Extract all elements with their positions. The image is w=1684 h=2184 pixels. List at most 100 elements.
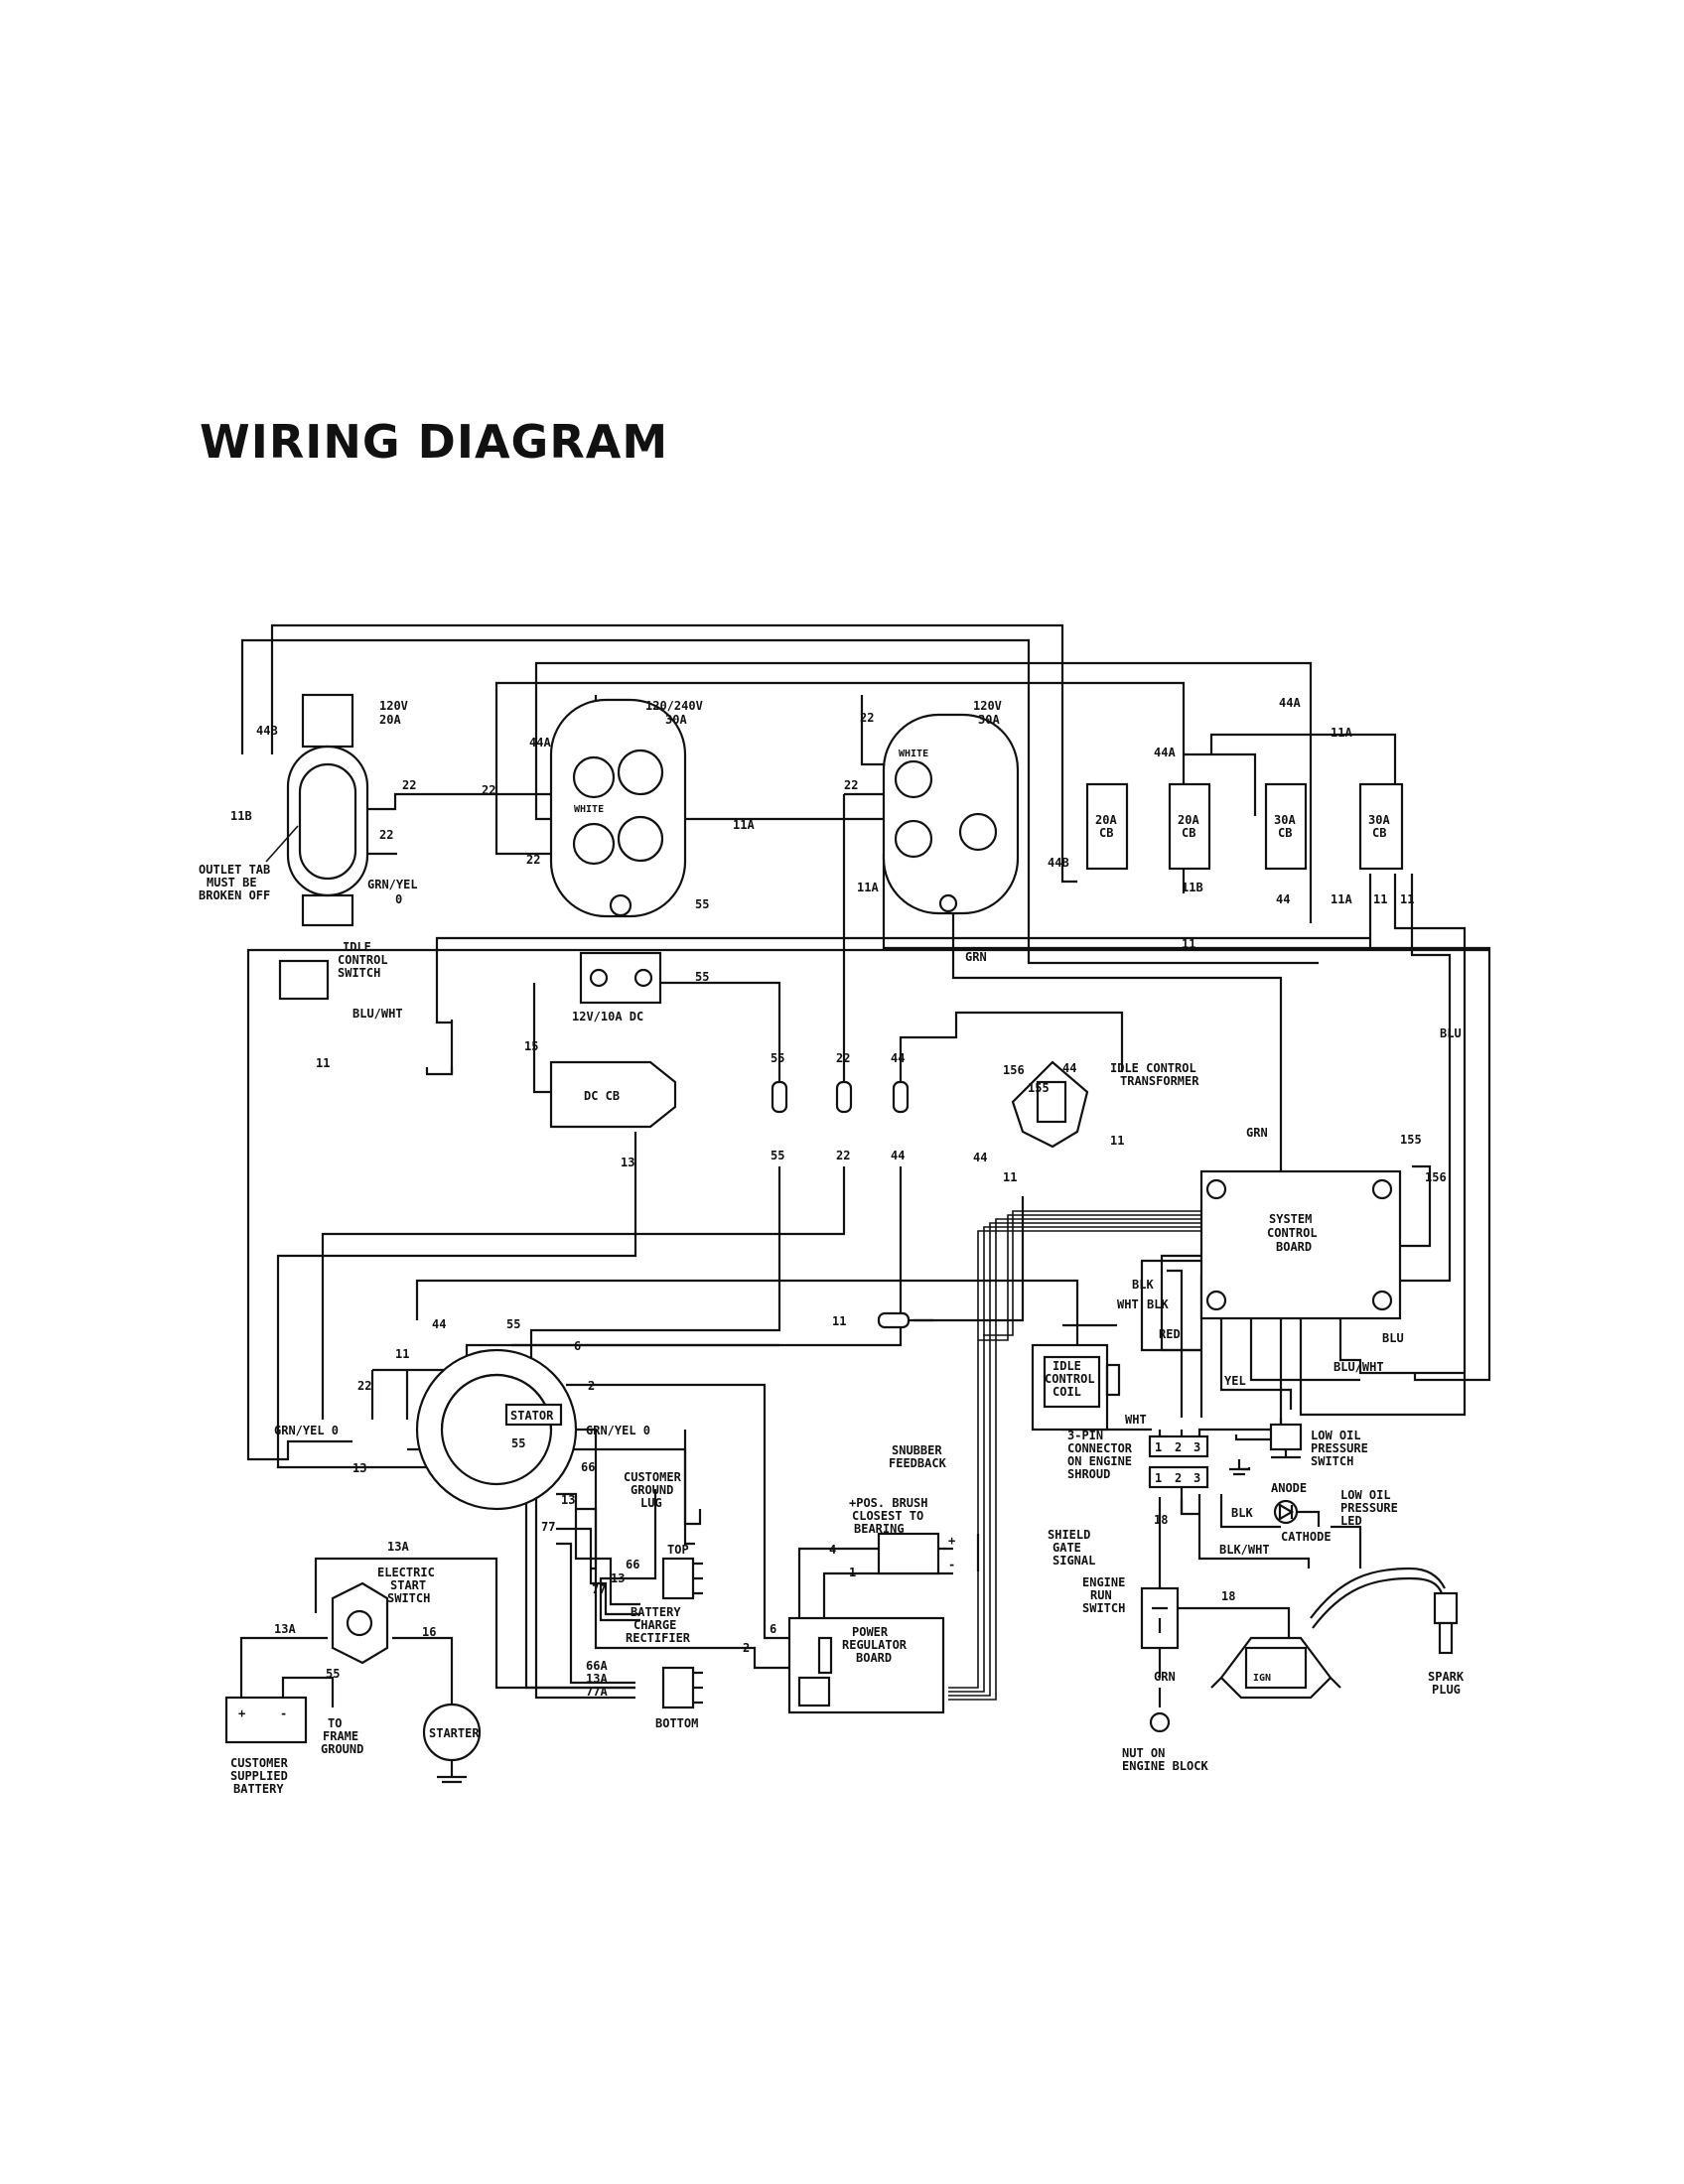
svg-text:11A: 11A — [857, 881, 879, 894]
svg-text:11: 11 — [1003, 1170, 1017, 1184]
svg-text:0: 0 — [395, 892, 402, 906]
svg-text:44A: 44A — [529, 736, 551, 750]
svg-text:2: 2 — [1175, 1471, 1182, 1485]
svg-text:STARTER: STARTER — [429, 1726, 480, 1740]
svg-text:55: 55 — [695, 897, 709, 911]
svg-text:1: 1 — [1155, 1471, 1162, 1485]
svg-text:77A: 77A — [586, 1685, 608, 1699]
svg-text:6: 6 — [574, 1339, 581, 1353]
svg-text:11: 11 — [832, 1314, 846, 1328]
svg-text:156: 156 — [1003, 1063, 1025, 1077]
svg-text:18: 18 — [1154, 1513, 1168, 1527]
svg-text:11A: 11A — [1331, 892, 1352, 906]
svg-text:WHT: WHT — [1125, 1413, 1147, 1427]
svg-text:13A: 13A — [387, 1540, 409, 1554]
svg-text:IGN: IGN — [1253, 1673, 1271, 1684]
svg-text:44: 44 — [1276, 892, 1290, 906]
svg-text:GRN/YEL 0: GRN/YEL 0 — [274, 1424, 339, 1437]
svg-text:13: 13 — [611, 1571, 625, 1585]
svg-text:CATHODE: CATHODE — [1281, 1530, 1332, 1544]
svg-text:3: 3 — [1193, 1440, 1200, 1454]
svg-text:44: 44 — [891, 1149, 905, 1162]
svg-text:11: 11 — [1182, 937, 1195, 951]
svg-text:BLK: BLK — [1231, 1506, 1253, 1520]
svg-text:22: 22 — [357, 1379, 371, 1393]
svg-text:22: 22 — [526, 853, 540, 867]
svg-text:16: 16 — [422, 1625, 436, 1639]
svg-text:13: 13 — [561, 1493, 575, 1507]
svg-text:2: 2 — [588, 1379, 595, 1393]
svg-text:13A: 13A — [274, 1622, 296, 1636]
svg-text:BLU: BLU — [1382, 1331, 1404, 1345]
svg-text:2: 2 — [743, 1641, 750, 1655]
svg-text:+: + — [948, 1534, 955, 1548]
svg-text:-: - — [948, 1558, 955, 1571]
svg-text:3: 3 — [1193, 1471, 1200, 1485]
svg-text:66: 66 — [626, 1558, 639, 1571]
svg-text:GRN/YEL: GRN/YEL — [367, 878, 418, 891]
starter: STARTER — [422, 1703, 482, 1784]
svg-text:55: 55 — [326, 1667, 340, 1681]
svg-text:22: 22 — [836, 1149, 850, 1162]
svg-text:TOP: TOP — [667, 1543, 689, 1557]
svg-text:155: 155 — [1400, 1133, 1422, 1147]
dc-12v-10a-label: 12V/10A DC — [572, 1010, 643, 1024]
svg-text:22: 22 — [379, 828, 393, 842]
svg-text:55: 55 — [771, 1149, 784, 1162]
svg-text:13: 13 — [352, 1461, 366, 1475]
svg-text:55: 55 — [771, 1051, 784, 1065]
svg-text:44B: 44B — [1048, 856, 1069, 870]
svg-text:22: 22 — [860, 711, 874, 725]
svg-text:55: 55 — [511, 1436, 525, 1450]
svg-text:11: 11 — [395, 1347, 409, 1361]
svg-text:4: 4 — [829, 1543, 836, 1557]
svg-text:44: 44 — [891, 1051, 905, 1065]
svg-text:-: - — [280, 1706, 287, 1720]
svg-text:44A: 44A — [1154, 746, 1176, 759]
outlet-white-label-2: WHITE — [899, 749, 928, 759]
svg-text:156: 156 — [1425, 1170, 1447, 1184]
svg-text:BLU/WHT: BLU/WHT — [1333, 1360, 1384, 1374]
svg-text:55: 55 — [506, 1317, 520, 1331]
svg-text:11: 11 — [1110, 1134, 1124, 1148]
ignition-coil: IGN — [1210, 1636, 1341, 1700]
svg-text:11A: 11A — [1331, 726, 1352, 740]
outlet-white-label: WHITE — [574, 804, 604, 815]
svg-text:13: 13 — [621, 1156, 634, 1169]
svg-text:13A: 13A — [586, 1672, 608, 1686]
svg-text:77: 77 — [541, 1520, 555, 1534]
svg-text:22: 22 — [402, 778, 416, 792]
